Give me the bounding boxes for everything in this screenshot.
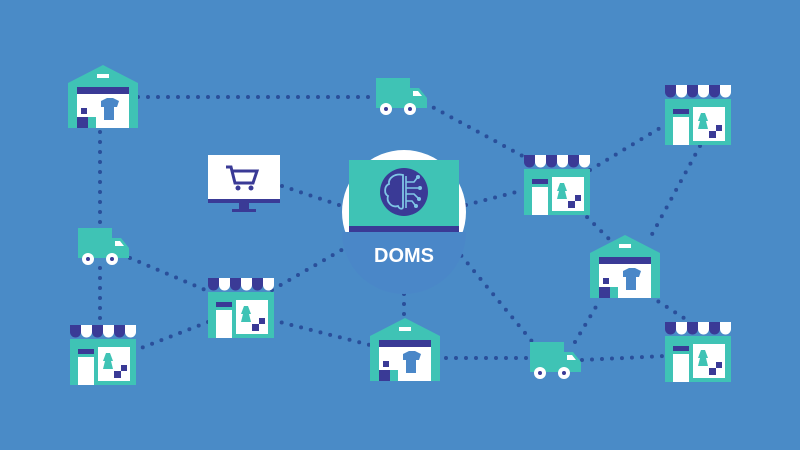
connection-line	[588, 123, 667, 172]
truck-icon	[376, 78, 427, 115]
hub-lower-band	[342, 232, 466, 294]
connection-line	[578, 208, 612, 242]
store-icon	[70, 325, 136, 385]
hub-label: DOMS	[374, 245, 434, 267]
connection-line	[648, 144, 702, 240]
connection-line	[648, 294, 692, 324]
connection-line	[270, 318, 372, 347]
store-icon	[665, 85, 731, 145]
connection-line	[453, 246, 537, 347]
warehouse-icon	[370, 318, 440, 381]
shopping-cart-monitor-icon	[208, 155, 280, 212]
store-icon	[208, 278, 274, 338]
doms-hub: DOMS	[342, 150, 466, 294]
hub-monitor-bezel	[349, 226, 459, 232]
warehouse-icon	[590, 235, 660, 298]
connection-line	[464, 188, 526, 207]
warehouse-icon	[68, 65, 138, 128]
truck-icon	[78, 228, 129, 265]
connection-line	[270, 246, 347, 292]
network-nodes	[68, 65, 731, 385]
brain-circuit-icon	[380, 168, 428, 216]
connection-lines	[98, 95, 702, 362]
connection-line	[423, 101, 532, 162]
store-icon	[665, 322, 731, 382]
connection-line	[573, 298, 602, 344]
connection-line	[280, 184, 344, 208]
hub-monitor-stand	[393, 232, 415, 240]
connection-line	[134, 320, 210, 352]
truck-icon	[530, 342, 581, 379]
connection-line	[128, 256, 212, 294]
connection-line	[580, 354, 667, 362]
store-icon	[524, 155, 590, 215]
